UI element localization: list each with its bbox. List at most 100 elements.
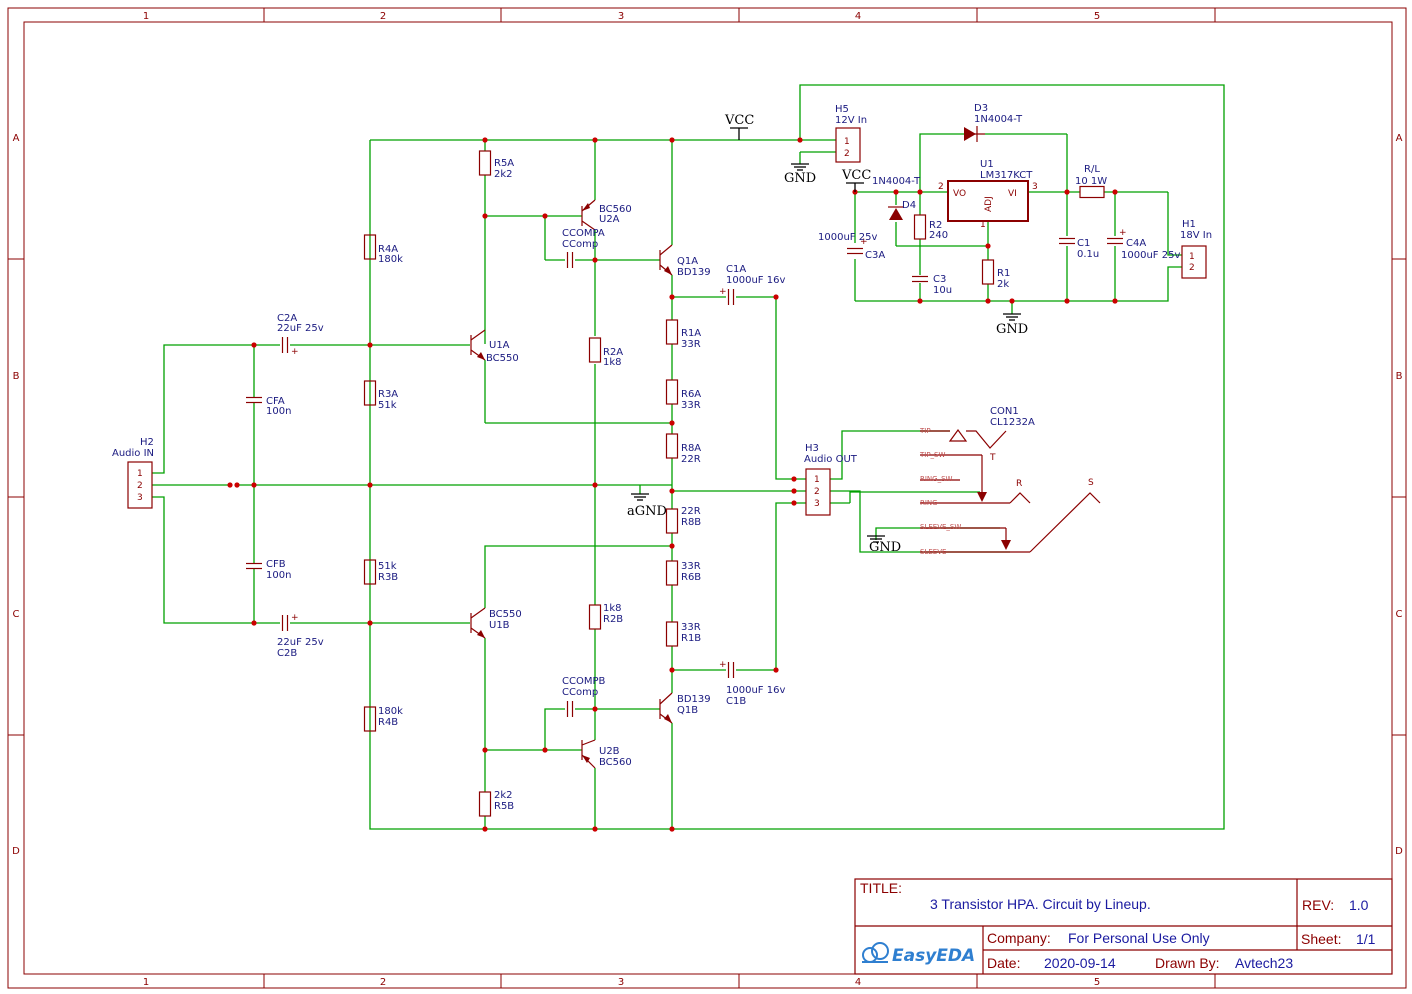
capacitor-cfb: CFB 100n <box>245 559 291 581</box>
title-label: TITLE: <box>860 880 902 896</box>
svg-text:1: 1 <box>814 475 820 485</box>
agnd-label: aGND <box>627 504 667 519</box>
svg-text:10u: 10u <box>933 285 952 296</box>
grid-labels: 1 2 3 4 5 1 2 3 4 5 A B C D A B C D <box>12 11 1403 988</box>
resistor-r4a: R4A 180k <box>363 234 403 265</box>
col-label: 4 <box>855 11 861 22</box>
svg-text:R2: R2 <box>929 220 942 231</box>
col-label: 1 <box>143 11 149 22</box>
svg-text:33R: 33R <box>681 622 701 633</box>
vcc-reg-label: VCC <box>841 168 871 183</box>
resistor-r2: R2 240 <box>913 214 948 241</box>
svg-text:R2B: R2B <box>603 614 623 625</box>
svg-text:33R: 33R <box>681 561 701 572</box>
svg-text:U1: U1 <box>980 159 994 170</box>
gnd-reg-label: GND <box>996 322 1028 337</box>
svg-text:3: 3 <box>137 493 143 503</box>
capacitor-c4a: + C4A 1000uF 25v <box>1106 228 1180 261</box>
svg-text:R5B: R5B <box>494 801 514 812</box>
svg-text:R/L: R/L <box>1084 164 1100 175</box>
col-label: 3 <box>618 977 624 988</box>
svg-text:+: + <box>719 660 727 670</box>
svg-text:51k: 51k <box>378 561 397 572</box>
svg-text:22R: 22R <box>681 454 701 465</box>
svg-text:SLEEVE: SLEEVE <box>920 548 946 556</box>
connector-h3: 1 2 3 H3 Audio OUT <box>804 443 858 516</box>
svg-text:1000uF 25v: 1000uF 25v <box>818 232 877 243</box>
row-label: D <box>12 846 20 857</box>
svg-text:BC560: BC560 <box>599 757 632 768</box>
svg-text:VO: VO <box>953 189 966 199</box>
date-value: 2020-09-14 <box>1044 955 1116 971</box>
svg-text:2: 2 <box>814 487 820 497</box>
svg-text:BC560: BC560 <box>599 204 632 215</box>
col-label: 5 <box>1094 11 1100 22</box>
svg-text:H3: H3 <box>805 443 819 454</box>
svg-text:100n: 100n <box>266 406 291 417</box>
gnd-jack-label: GND <box>869 540 901 555</box>
jack-con1: TIP TIP_SW RING_SW RING SLEEVE_SW SLEEVE… <box>919 406 1101 556</box>
connector-h2: 1 2 3 H2 Audio IN <box>112 437 154 509</box>
svg-text:TIP: TIP <box>919 427 931 435</box>
svg-text:H5: H5 <box>835 104 849 115</box>
svg-text:CFA: CFA <box>266 396 285 407</box>
capacitor-c3a: + C3A 1000uF 25v <box>818 232 885 261</box>
svg-text:C2B: C2B <box>277 648 297 659</box>
svg-text:12V In: 12V In <box>835 115 867 126</box>
svg-text:0.1u: 0.1u <box>1077 249 1099 260</box>
svg-text:R5A: R5A <box>494 158 514 169</box>
svg-text:CON1: CON1 <box>990 406 1019 417</box>
svg-text:1k8: 1k8 <box>603 357 622 368</box>
row-label: C <box>1396 609 1403 620</box>
svg-text:1N4004-T: 1N4004-T <box>974 114 1023 125</box>
title-block: TITLE: 3 Transistor HPA. Circuit by Line… <box>854 878 1393 975</box>
svg-text:U2A: U2A <box>599 214 620 225</box>
svg-text:1000uF 16v: 1000uF 16v <box>726 275 785 286</box>
svg-text:2k2: 2k2 <box>494 790 513 801</box>
date-label: Date: <box>987 955 1020 971</box>
svg-text:2: 2 <box>844 149 850 159</box>
gnd-h5-label: GND <box>784 171 816 186</box>
agnd-symbol: aGND <box>627 493 667 519</box>
svg-text:R4B: R4B <box>378 717 398 728</box>
svg-text:R1A: R1A <box>681 328 701 339</box>
svg-text:R3A: R3A <box>378 389 398 400</box>
svg-text:CComp: CComp <box>562 687 598 698</box>
svg-text:TIP_SW: TIP_SW <box>919 451 946 459</box>
sheet-label: Sheet: <box>1301 931 1341 947</box>
row-label: D <box>1395 846 1403 857</box>
sheet-value: 1/1 <box>1356 931 1376 947</box>
svg-text:RING_SW: RING_SW <box>920 475 953 483</box>
svg-text:1000uF 16v: 1000uF 16v <box>726 685 785 696</box>
connector-h1: 1 2 H1 18V In <box>1180 219 1212 279</box>
svg-text:2: 2 <box>1189 263 1195 273</box>
svg-text:33R: 33R <box>681 339 701 350</box>
svg-text:Audio IN: Audio IN <box>112 448 154 459</box>
resistor-r1a: R1A 33R <box>665 319 701 350</box>
col-label: 5 <box>1094 977 1100 988</box>
resistor-r3a: R3A 51k <box>363 380 398 411</box>
capacitor-c2b: + 22uF 25v C2B <box>277 613 324 659</box>
svg-text:D3: D3 <box>974 103 988 114</box>
svg-text:S: S <box>1088 478 1094 488</box>
row-label: A <box>13 133 20 144</box>
transistor-q1b: BD139 Q1B <box>659 692 711 724</box>
svg-text:240: 240 <box>929 230 948 241</box>
gnd-jack-symbol: GND <box>866 535 901 555</box>
regulator-u1: U1 LM317KCT VO VI ADJ 2 3 1 <box>938 159 1038 230</box>
svg-text:+: + <box>291 613 299 623</box>
svg-text:1k8: 1k8 <box>603 603 622 614</box>
vcc-main-label: VCC <box>724 113 754 128</box>
gnd-h5-symbol: GND <box>784 163 816 186</box>
svg-text:18V In: 18V In <box>1180 230 1212 241</box>
svg-text:2k2: 2k2 <box>494 169 513 180</box>
svg-text:R6B: R6B <box>681 572 701 583</box>
transistor-u1b: BC550 U1B <box>470 607 522 639</box>
svg-text:C2A: C2A <box>277 313 297 324</box>
vcc-reg-symbol: VCC <box>841 168 871 192</box>
svg-text:1N4004-T: 1N4004-T <box>872 176 921 187</box>
svg-text:R4A: R4A <box>378 244 398 255</box>
svg-text:RING: RING <box>920 499 938 507</box>
svg-text:U2B: U2B <box>599 746 620 757</box>
